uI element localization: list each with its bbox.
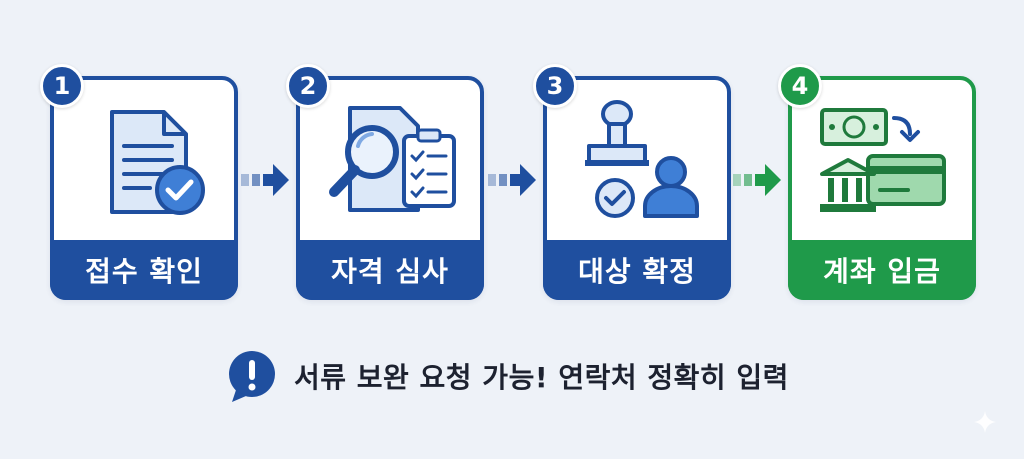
step-4-card: 계좌 입금 4	[778, 64, 976, 300]
notice-text: 서류 보완 요청 가능! 연락처 정확히 입력	[294, 361, 789, 394]
step-4-label: 계좌 입금	[788, 240, 976, 300]
bank-money-card-icon	[820, 108, 946, 212]
step-1-number-badge: 1	[40, 64, 84, 108]
magnifier-checklist-icon	[329, 106, 456, 212]
step-3-label: 대상 확정	[543, 240, 731, 300]
step-2-number-badge: 2	[286, 64, 330, 108]
exclamation-bubble-icon	[229, 351, 275, 402]
sparkle-icon	[974, 411, 996, 433]
step-4-number-badge: 4	[778, 64, 822, 108]
step-2-label: 자격 심사	[296, 240, 484, 300]
step-1-label: 접수 확인	[50, 240, 238, 300]
step-3-card: 대상 확정 3	[533, 64, 731, 300]
notice-banner: 서류 보완 요청 가능! 연락처 정확히 입력	[224, 346, 789, 406]
arrow-right-icon	[241, 164, 289, 196]
arrow-right-icon	[733, 164, 781, 196]
document-check-icon	[110, 110, 205, 215]
stamp-person-icon	[585, 100, 699, 218]
step-1-card: 접수 확인 1	[40, 64, 238, 300]
arrow-right-icon	[488, 164, 536, 196]
step-3-number-badge: 3	[533, 64, 577, 108]
step-2-card: 자격 심사 2	[286, 64, 484, 300]
